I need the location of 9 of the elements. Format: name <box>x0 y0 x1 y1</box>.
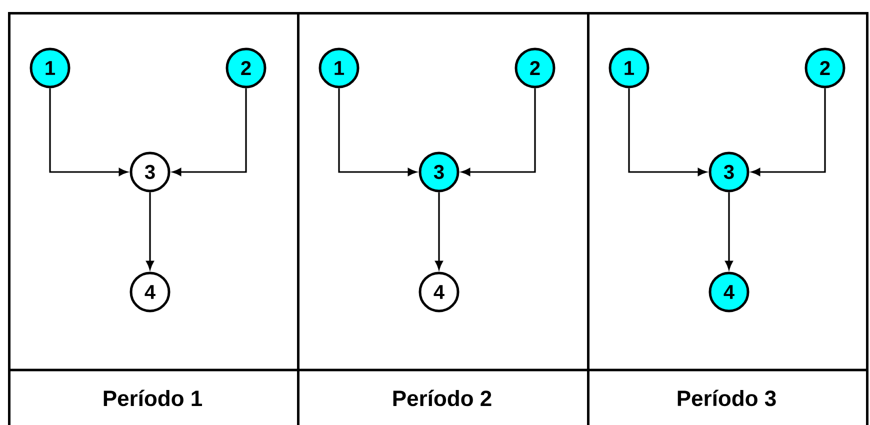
arrow <box>462 88 536 176</box>
arrow <box>628 88 706 176</box>
arrow <box>725 192 733 270</box>
arrow <box>338 88 417 176</box>
arrow <box>752 88 826 176</box>
arrow <box>435 192 443 270</box>
arrow <box>49 88 128 176</box>
arrow <box>146 192 154 270</box>
arrow <box>172 88 247 176</box>
